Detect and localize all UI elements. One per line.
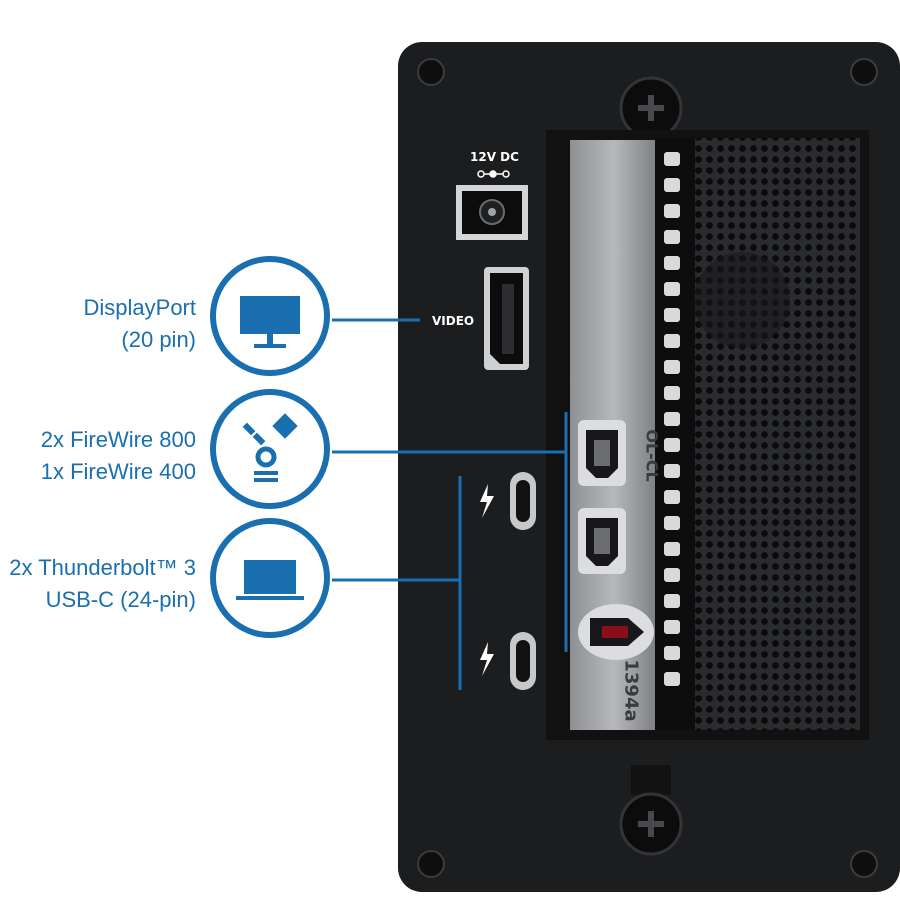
- firewire400-port: [578, 604, 654, 660]
- thunderbolt-port-2: [480, 632, 536, 690]
- displayport-caption: DisplayPort (20 pin): [84, 292, 196, 356]
- thunderbolt-port-1: [480, 472, 536, 530]
- monitor-icon: [240, 296, 300, 348]
- thunderbolt-callout-circle: [210, 518, 330, 638]
- corner-screws: [417, 58, 878, 878]
- laptop-icon: [236, 560, 304, 600]
- displayport-connector: [484, 267, 529, 370]
- dc-power-jack: [456, 170, 528, 240]
- thumbscrew-top: [619, 76, 683, 140]
- firewire800-port-1: [578, 420, 626, 486]
- thunderbolt-caption: 2x Thunderbolt™ 3 USB-C (24-pin): [9, 552, 196, 616]
- thumbscrew-bottom: [619, 765, 683, 856]
- firewire-caption: 2x FireWire 800 1x FireWire 400: [41, 424, 196, 488]
- card-print-a: OL-CL: [642, 429, 662, 482]
- firewire-callout-circle: [210, 389, 330, 509]
- bracket-vents: [664, 152, 680, 686]
- card-print-b: 1394a: [620, 659, 642, 722]
- displayport-caption-line2: (20 pin): [121, 327, 196, 352]
- thunderbolt-caption-line1: 2x Thunderbolt™ 3: [9, 555, 196, 580]
- video-label: VIDEO: [432, 314, 475, 328]
- displayport-callout-circle: [210, 256, 330, 376]
- connector-lines: [332, 318, 568, 690]
- firewire-icon: [242, 413, 298, 482]
- firewire-caption-line2: 1x FireWire 400: [40, 459, 196, 484]
- firewire800-port-2: [578, 508, 626, 574]
- displayport-caption-line1: DisplayPort: [83, 295, 196, 320]
- vent-mesh: [695, 138, 860, 730]
- power-label: 12V DC: [470, 150, 519, 164]
- thunderbolt-caption-line2: USB-C (24-pin): [45, 587, 196, 612]
- firewire-caption-line1: 2x FireWire 800: [40, 427, 196, 452]
